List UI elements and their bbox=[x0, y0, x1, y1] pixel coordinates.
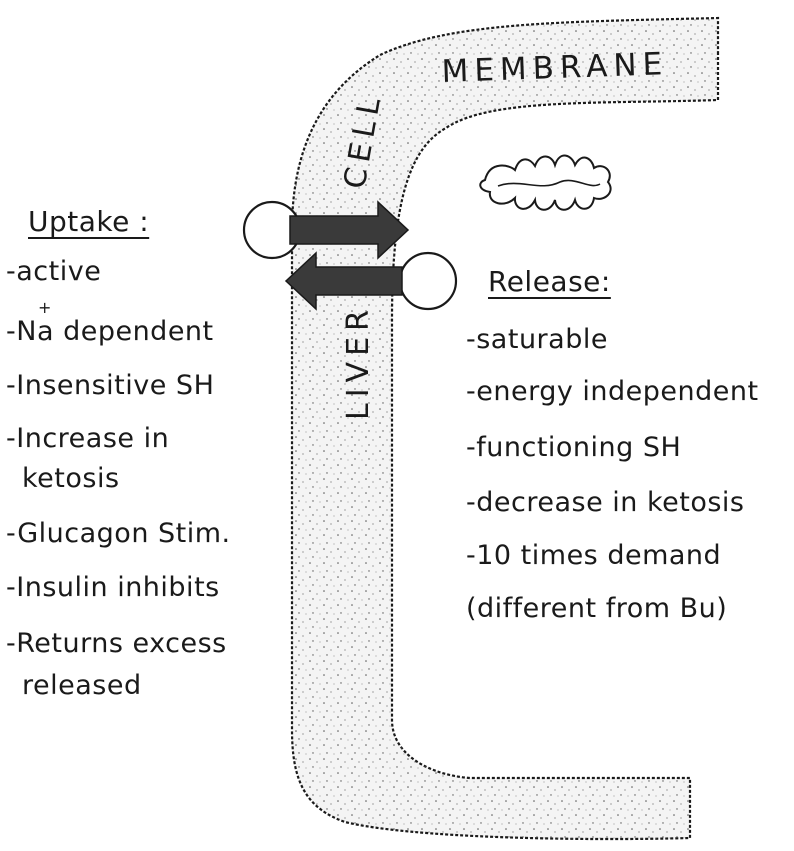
release-heading: Release: bbox=[488, 268, 611, 296]
uptake-item: -Increase in bbox=[6, 425, 169, 452]
uptake-item: -Na dependent bbox=[6, 318, 214, 345]
uptake-item: -Returns excess bbox=[6, 630, 227, 657]
release-item: -decrease in ketosis bbox=[466, 489, 744, 516]
release-item: (different from Bu) bbox=[466, 595, 727, 622]
release-item: -saturable bbox=[466, 326, 608, 353]
uptake-item: ketosis bbox=[22, 465, 120, 492]
uptake-item: -Glucagon Stim. bbox=[6, 520, 231, 547]
release-item: -functioning SH bbox=[466, 434, 681, 461]
liver-label: LIVER bbox=[341, 304, 376, 420]
uptake-heading: Uptake : bbox=[28, 208, 149, 236]
release-item: -energy independent bbox=[466, 378, 759, 405]
sodium-plus-superscript: + bbox=[38, 298, 51, 317]
organelle-squiggle bbox=[480, 156, 610, 210]
uptake-item: released bbox=[22, 672, 142, 699]
uptake-item: -Insulin inhibits bbox=[6, 574, 220, 601]
release-item: -10 times demand bbox=[466, 542, 721, 569]
uptake-item: -active bbox=[6, 258, 101, 285]
carrier-circle-right bbox=[400, 253, 456, 309]
uptake-item: -Insensitive SH bbox=[6, 372, 214, 399]
